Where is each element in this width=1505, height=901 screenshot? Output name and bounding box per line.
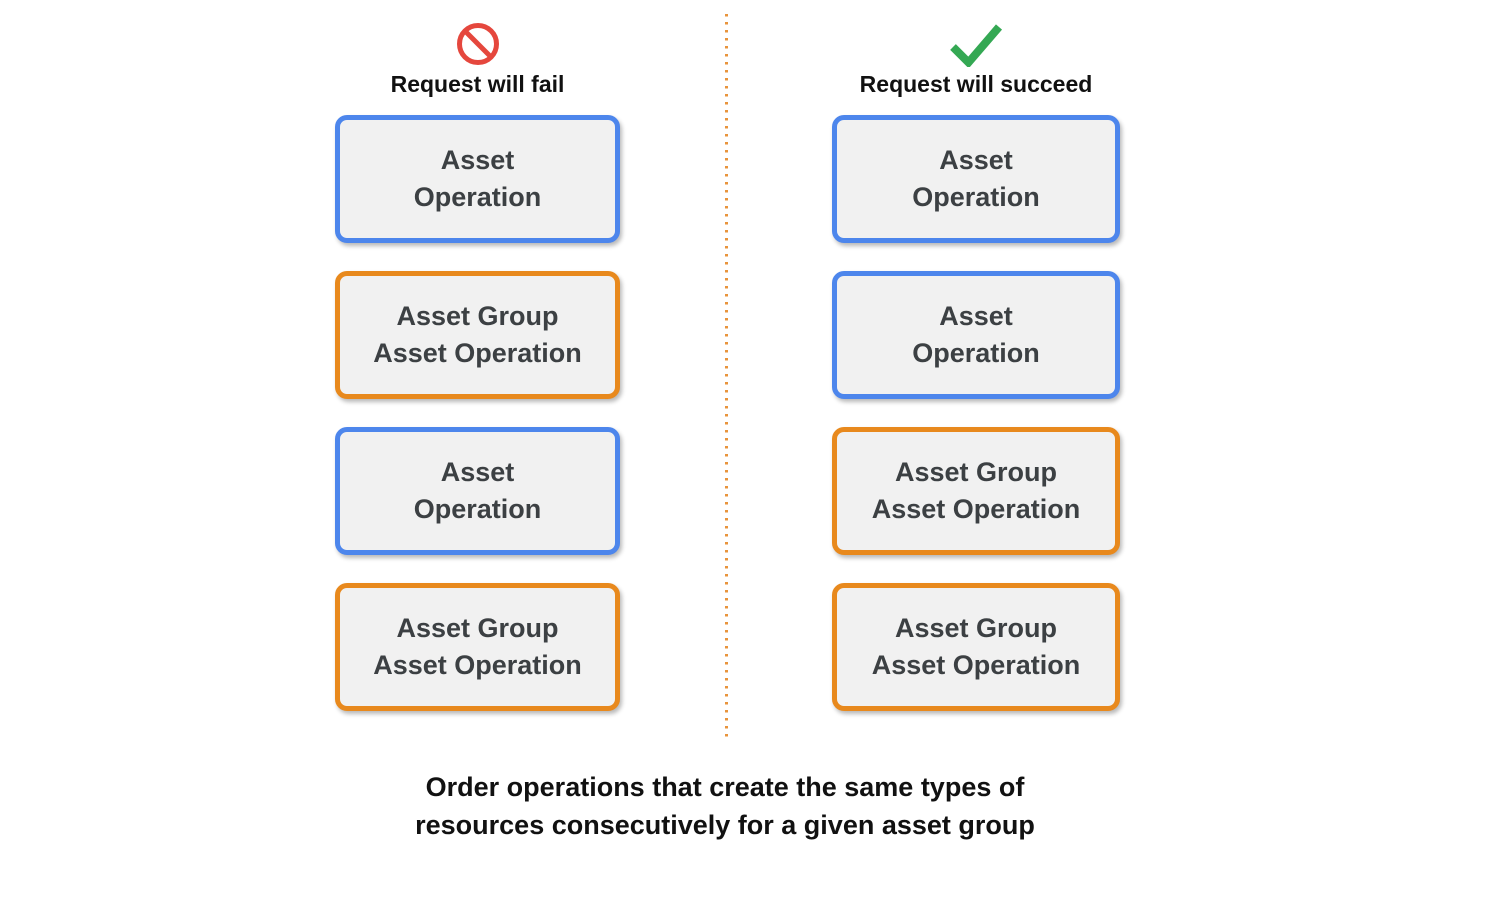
box-label-line: Asset [440,457,515,487]
box-label-line: Asset Group [894,457,1058,487]
box-label-line: Asset [939,301,1013,331]
asset-operation-box: Asset Operation [335,115,620,243]
caption-line: Order operations that create the same ty… [425,772,1025,802]
box-label-line: Asset [939,145,1013,175]
succeed-column: Request will succeed Asset Operation Ass… [832,20,1120,739]
box-label-line: Asset Group [894,613,1058,643]
column-divider-dotted-line [725,14,728,737]
asset-group-asset-operation-box: Asset Group Asset Operation [832,427,1120,555]
box-label-line: Asset Operation [871,650,1081,680]
box-label-line: Operation [413,182,542,212]
box-label-line: Operation [912,182,1040,212]
box-label-line: Asset [440,145,515,175]
fail-column-title: Request will fail [390,71,565,97]
box-label-line: Asset Operation [871,494,1081,524]
caption-line: resources consecutively for a given asse… [415,810,1035,840]
asset-operation-box: Asset Operation [832,271,1120,399]
asset-operation-box: Asset Operation [335,427,620,555]
box-label-line: Asset Operation [373,650,582,680]
fail-column: Request will fail Asset Operation Asset … [335,20,620,739]
box-label-line: Operation [912,338,1040,368]
checkmark-icon [947,20,1005,68]
asset-group-asset-operation-box: Asset Group Asset Operation [335,271,620,399]
asset-operation-box: Asset Operation [832,115,1120,243]
succeed-column-title: Request will succeed [859,71,1093,97]
box-label-line: Operation [413,494,542,524]
asset-group-asset-operation-box: Asset Group Asset Operation [335,583,620,711]
box-label-line: Asset Operation [373,338,582,368]
asset-group-asset-operation-box: Asset Group Asset Operation [832,583,1120,711]
box-label-line: Asset Group [396,613,559,643]
box-label-line: Asset Group [396,301,559,331]
prohibited-icon [456,20,500,68]
diagram-caption: Order operations that create the same ty… [0,768,1450,844]
